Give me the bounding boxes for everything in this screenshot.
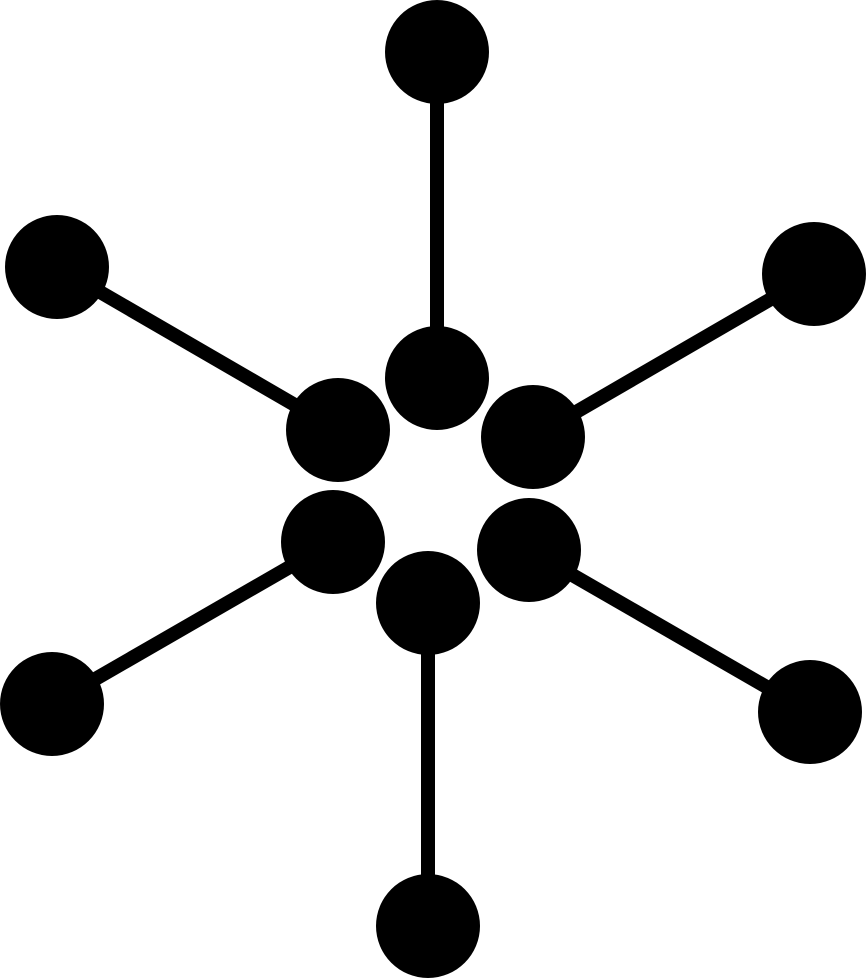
connector-lower-left: [48, 535, 337, 711]
connector-upper-left: [53, 260, 342, 437]
outer-node-top: [385, 0, 489, 104]
connector-upper-right: [529, 267, 818, 444]
inner-ring-nodes: [281, 326, 585, 655]
outer-node-bottom: [376, 874, 480, 978]
inner-node-bottom: [376, 551, 480, 655]
outer-node-lower-left: [0, 652, 104, 756]
outer-node-upper-right: [762, 222, 866, 326]
inner-node-lower-left: [281, 490, 385, 594]
outer-node-upper-left: [5, 215, 109, 319]
inner-node-upper-left: [286, 378, 390, 482]
inner-node-lower-right: [477, 498, 581, 602]
inner-node-upper-right: [481, 385, 585, 489]
connector-lines: [48, 52, 818, 926]
inner-node-top: [385, 326, 489, 430]
connector-lower-right: [525, 543, 814, 719]
outer-node-lower-right: [758, 660, 862, 764]
